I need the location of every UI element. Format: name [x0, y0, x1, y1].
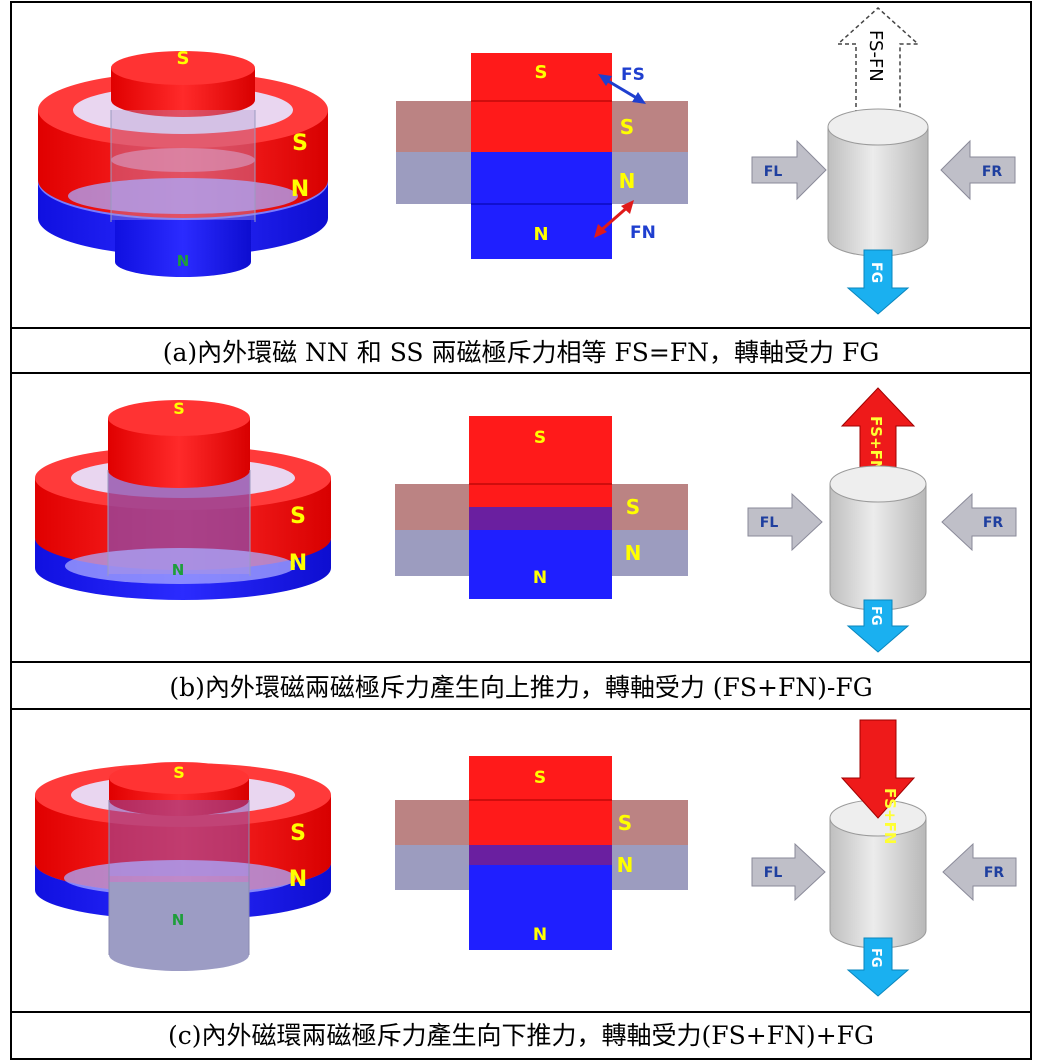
label-ring-lower-xs-b: N: [625, 541, 642, 565]
shaft-down-arrow-a: [846, 249, 910, 315]
row-c-cross-section: S N S N: [395, 756, 688, 950]
label-ring-lower-a: N: [291, 177, 309, 202]
label-ring-lower-c: N: [289, 867, 307, 892]
shaft-right-arrow-a: [940, 139, 1016, 201]
shaft-down-push-arrow-c: [840, 719, 916, 819]
shaft-down-arrow-c: [846, 937, 910, 997]
label-inner-bottom-a: N: [533, 224, 548, 245]
shaft-right-arrow-b: [941, 492, 1017, 552]
label-ring-lower-b: N: [289, 551, 307, 576]
label-ring-lower-xs-a: N: [619, 169, 636, 193]
label-inner-bottom-b: N: [533, 568, 547, 588]
row-b-3d-magnet: S S N N: [35, 399, 331, 600]
label-ring-upper-xs-a: S: [620, 115, 634, 139]
label-top-pole-b: S: [173, 399, 185, 418]
caption-row-c: (c)內外磁環兩磁極斥力產生向下推力，轉軸受力(FS+FN)+FG: [168, 1021, 874, 1050]
label-fl-b: FL: [760, 515, 779, 531]
label-top-pole-c: S: [173, 763, 185, 782]
label-ring-upper-a: S: [292, 131, 308, 156]
label-fg-a: FG: [868, 262, 884, 283]
label-up-force-a: FS-FN: [865, 30, 886, 82]
label-ring-lower-xs-c: N: [617, 853, 634, 877]
label-inner-top-a: S: [535, 62, 548, 83]
shaft-down-arrow-b: [846, 599, 910, 653]
label-bottom-pole-b: N: [172, 561, 185, 579]
row-c-shaft-forces: FS+FN FG FL FR: [751, 719, 1017, 997]
label-top-pole-a: S: [177, 48, 190, 69]
label-fr-c: FR: [984, 865, 1005, 881]
label-fl-c: FL: [764, 865, 783, 881]
label-bottom-pole-c: N: [172, 911, 185, 929]
shaft-right-arrow-c: [942, 842, 1017, 902]
shaft-left-arrow-c: [751, 842, 826, 902]
row-a-3d-magnet: S S N N: [38, 48, 328, 277]
label-down-push-force-c: FS+FN: [881, 788, 899, 844]
label-ring-upper-xs-b: S: [626, 495, 640, 519]
label-ring-upper-xs-c: S: [618, 811, 632, 835]
label-ring-upper-b: S: [290, 504, 306, 529]
shaft-left-arrow-b: [747, 492, 823, 552]
label-up-force-b: FS+FN: [867, 416, 885, 472]
row-c-3d-magnet: S S N N: [35, 762, 331, 971]
shaft-up-arrow-a: [836, 6, 920, 128]
row-a-shaft-forces: FS-FN FG FL FR: [751, 6, 1016, 315]
label-fr-a: FR: [982, 164, 1003, 180]
shaft-left-arrow-a: [751, 139, 827, 201]
label-fg-b: FG: [868, 606, 883, 626]
label-inner-top-b: S: [534, 428, 546, 448]
fn-force-arrow: [597, 203, 631, 235]
label-fg-c: FG: [868, 948, 883, 968]
table-grid: [10, 1, 1032, 1060]
caption-row-b: (b)內外環磁兩磁極斥力產生向上推力，轉軸受力 (FS+FN)-FG: [169, 673, 873, 702]
row-b-shaft-forces: FS+FN FG FL FR: [747, 387, 1017, 653]
label-fn-a: FN: [630, 223, 656, 243]
label-fl-a: FL: [764, 164, 783, 180]
label-inner-bottom-c: N: [533, 925, 547, 945]
row-a-cross-section: S N S N FS FN: [396, 53, 688, 259]
label-bottom-pole-a: N: [177, 252, 190, 270]
fs-force-arrow: [602, 76, 641, 102]
label-fr-b: FR: [983, 515, 1004, 531]
row-b-cross-section: S N S N: [395, 416, 688, 599]
label-fs-a: FS: [621, 65, 645, 85]
caption-row-a: (a)內外環磁 NN 和 SS 兩磁極斥力相等 FS=FN，轉軸受力 FG: [162, 338, 880, 367]
label-inner-top-c: S: [534, 768, 546, 788]
label-ring-upper-c: S: [290, 821, 306, 846]
